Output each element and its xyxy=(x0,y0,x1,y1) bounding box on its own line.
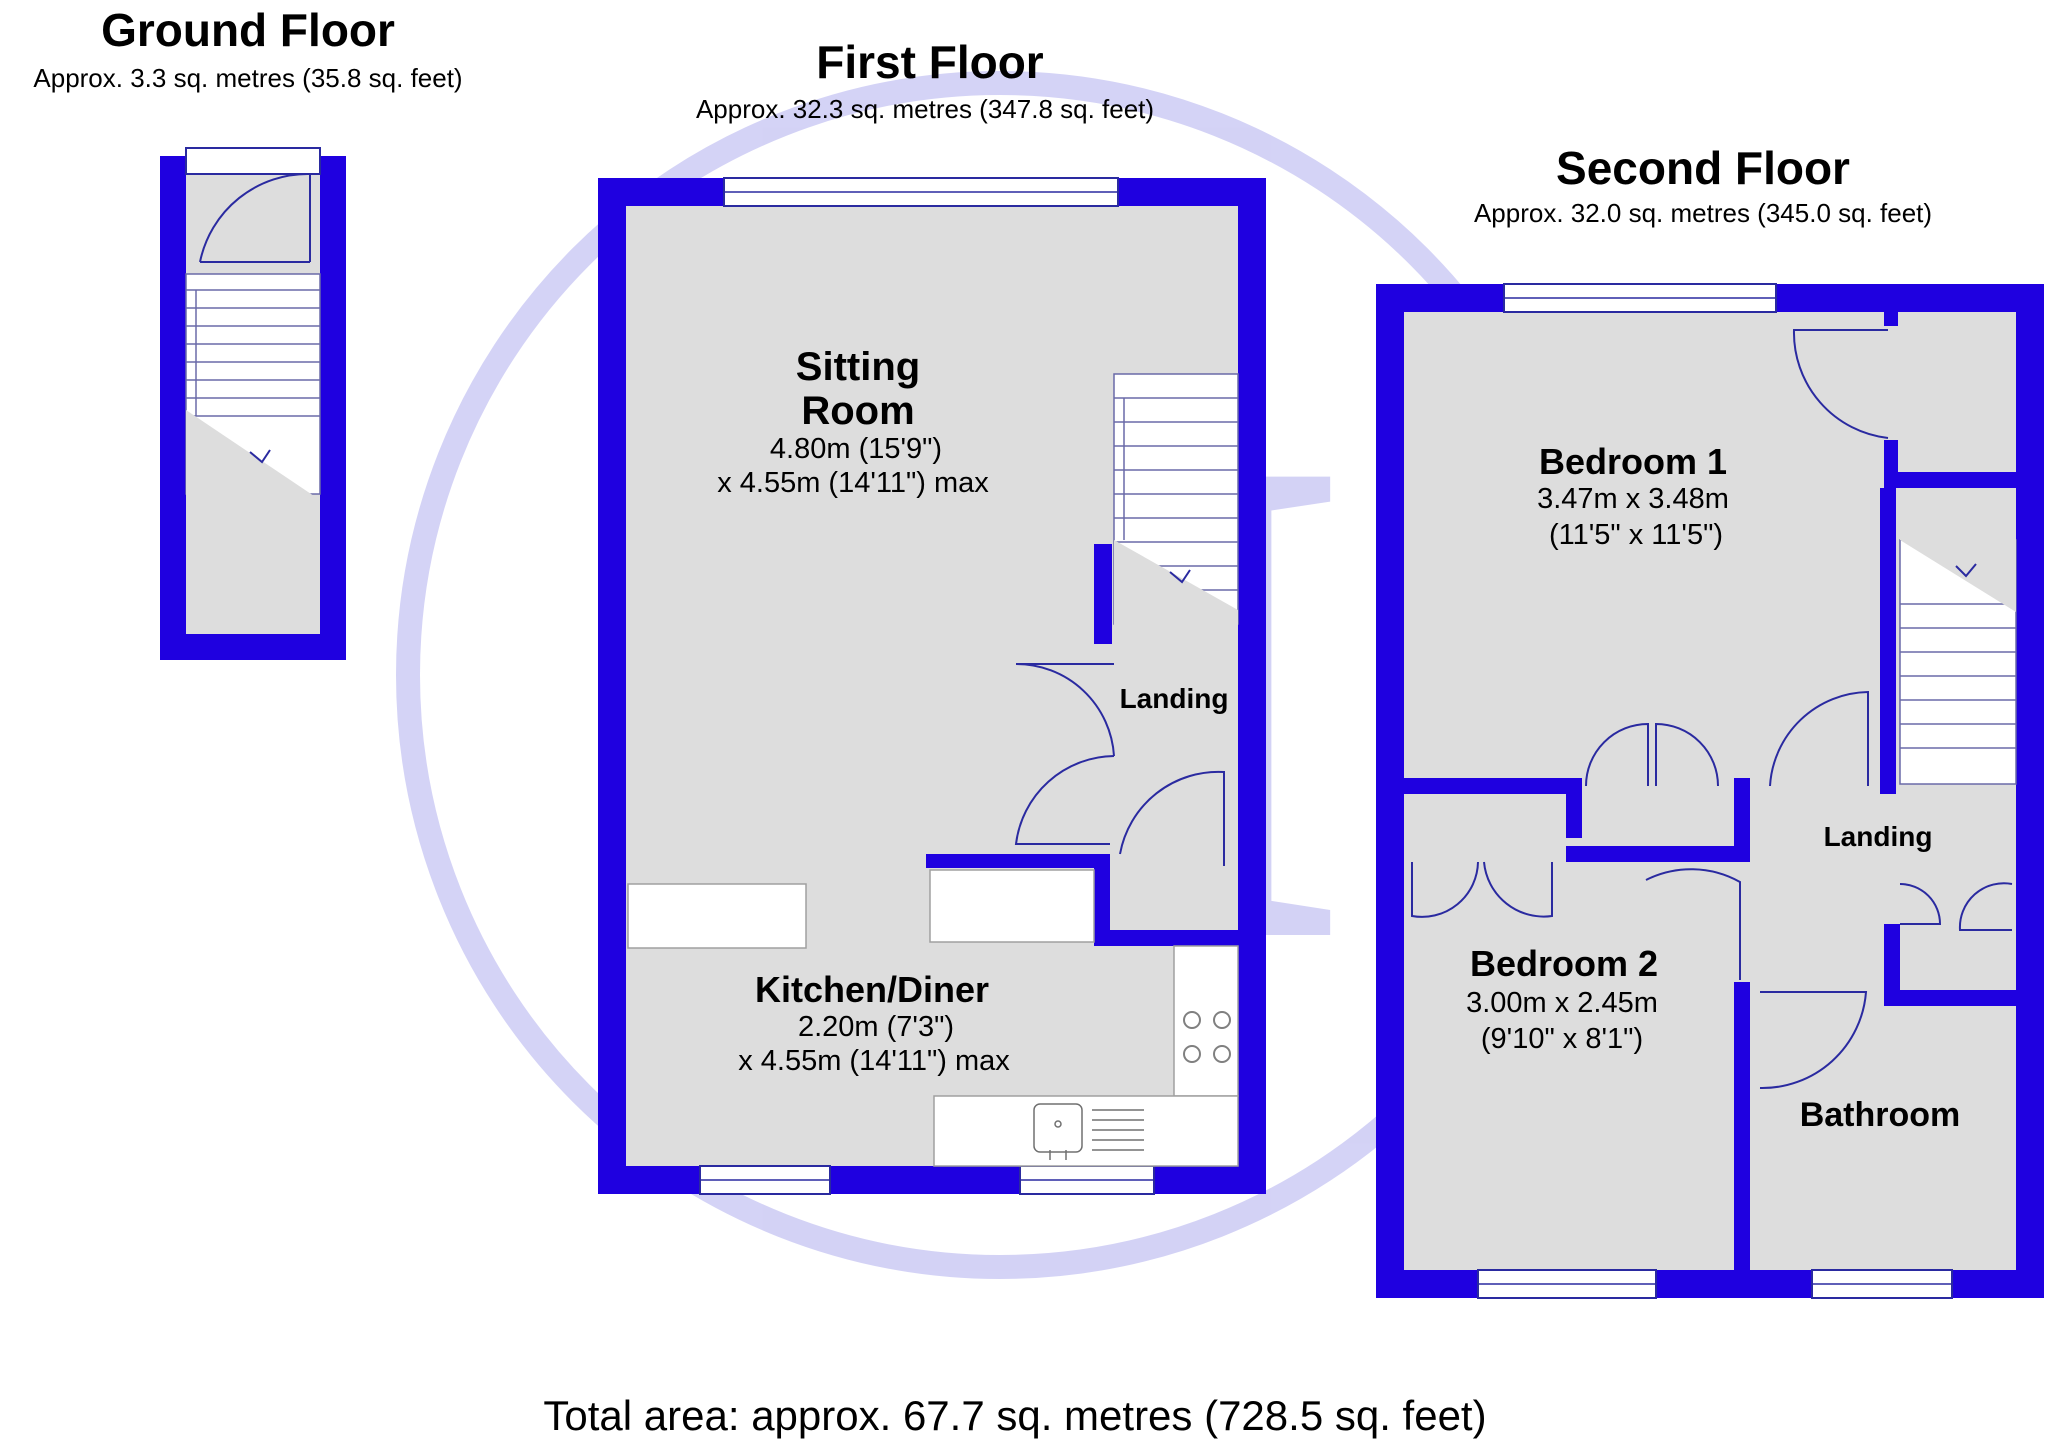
sink-icon xyxy=(1033,1103,1144,1160)
bedroom1-dim2: (11'5" x 11'5") xyxy=(1549,519,1723,551)
ground-floor-door-opening xyxy=(185,147,321,175)
second-floor-title: Second Floor xyxy=(1556,142,1850,194)
first-floor-hob-unit xyxy=(1173,945,1239,1097)
bedroom1-wardrobe-wall xyxy=(1566,846,1746,862)
sitting-room-name-line2: Room xyxy=(801,389,914,433)
hob-icon xyxy=(1183,1011,1231,1063)
bedroom2-dim1: 3.00m x 2.45m xyxy=(1466,987,1658,1019)
landing-cupboard-wall xyxy=(1884,924,1900,1004)
bathroom-top-wall xyxy=(1884,990,2016,1006)
first-floor-area: Approx. 32.3 sq. metres (347.8 sq. feet) xyxy=(696,94,1154,124)
bedroom2-top-wall-stub xyxy=(1566,778,1582,838)
first-floor-landing-door-3 xyxy=(1119,770,1225,866)
first-floor-sink-unit xyxy=(933,1095,1239,1167)
wardrobe-side-wall xyxy=(1734,778,1750,862)
first-floor-landing-wall-bottom xyxy=(1094,930,1238,946)
bedroom2-wardrobe-door-right xyxy=(1483,861,1553,918)
kitchen-name: Kitchen/Diner xyxy=(755,969,989,1010)
bedroom1-wardrobe-door-left xyxy=(1585,722,1649,787)
ground-floor-plan xyxy=(160,147,346,660)
first-floor-stair-wall xyxy=(1094,544,1112,644)
first-floor-counter-unit xyxy=(929,869,1095,943)
bedroom2-name: Bedroom 2 xyxy=(1470,943,1658,984)
first-floor-plan xyxy=(598,177,1266,1195)
bedroom1-cupboard-wall-horizontal xyxy=(1884,472,2016,488)
first-floor-landing-wall-vertical xyxy=(1094,854,1110,944)
sitting-room-dim2: x 4.55m (14'11") max xyxy=(717,467,989,499)
first-floor-stair-cut xyxy=(1114,540,1238,640)
second-floor-stair-arrow xyxy=(1955,563,1977,578)
ground-floor-stair-arrow xyxy=(249,449,271,464)
sitting-room-name-line1: Sitting xyxy=(796,345,920,389)
first-floor-stair-arrow xyxy=(1169,569,1191,584)
bedroom1-cupboard-door xyxy=(1792,329,1889,439)
ground-floor-door-swing xyxy=(199,172,311,263)
second-floor-area: Approx. 32.0 sq. metres (345.0 sq. feet) xyxy=(1474,198,1932,228)
landing-cupboard-door-right xyxy=(1958,882,2013,931)
ground-floor-title: Ground Floor xyxy=(101,4,395,56)
second-floor-landing-name: Landing xyxy=(1824,821,1933,852)
first-floor-title: First Floor xyxy=(816,36,1044,88)
bedroom1-wardrobe-door-right xyxy=(1655,722,1719,787)
first-floor-interior xyxy=(626,206,1238,1166)
kitchen-dim2: x 4.55m (14'11") max xyxy=(738,1045,1010,1077)
landing-cupboard-door-left xyxy=(1899,883,1942,925)
bedroom1-cupboard-door-gap xyxy=(1884,326,1898,440)
bedroom2-dim2: (9'10" x 8'1") xyxy=(1481,1023,1643,1055)
total-area: Total area: approx. 67.7 sq. metres (728… xyxy=(543,1392,1486,1439)
bedroom1-dim1: 3.47m x 3.48m xyxy=(1537,483,1729,515)
bedroom2-wardrobe-door-left xyxy=(1411,861,1479,918)
first-floor-landing-wall-horizontal xyxy=(926,854,1096,868)
bedroom1-door xyxy=(1769,690,1869,787)
bedroom2-door xyxy=(1645,868,1741,980)
ground-floor-stair-cut xyxy=(186,410,320,634)
first-floor-landing-door-1 xyxy=(1015,662,1115,757)
bedroom2-landing-wall xyxy=(1734,982,1750,1270)
first-floor-landing-name: Landing xyxy=(1120,683,1229,714)
ground-floor-area: Approx. 3.3 sq. metres (35.8 sq. feet) xyxy=(33,63,462,93)
first-floor-island-unit xyxy=(627,883,807,949)
second-floor-stair-wall xyxy=(1880,488,1896,794)
kitchen-dim1: 2.20m (7'3") xyxy=(798,1011,954,1043)
second-floor-stair-cut xyxy=(1900,490,2016,612)
bedroom1-name: Bedroom 1 xyxy=(1539,441,1727,482)
bathroom-name: Bathroom xyxy=(1800,1096,1961,1134)
second-floor-plan xyxy=(1376,283,2044,1299)
bedroom-divider-wall xyxy=(1404,778,1574,794)
bathroom-door xyxy=(1759,991,1868,1090)
first-floor-landing-door-2 xyxy=(1014,755,1115,845)
sitting-room-dim1: 4.80m (15'9") xyxy=(770,433,942,465)
